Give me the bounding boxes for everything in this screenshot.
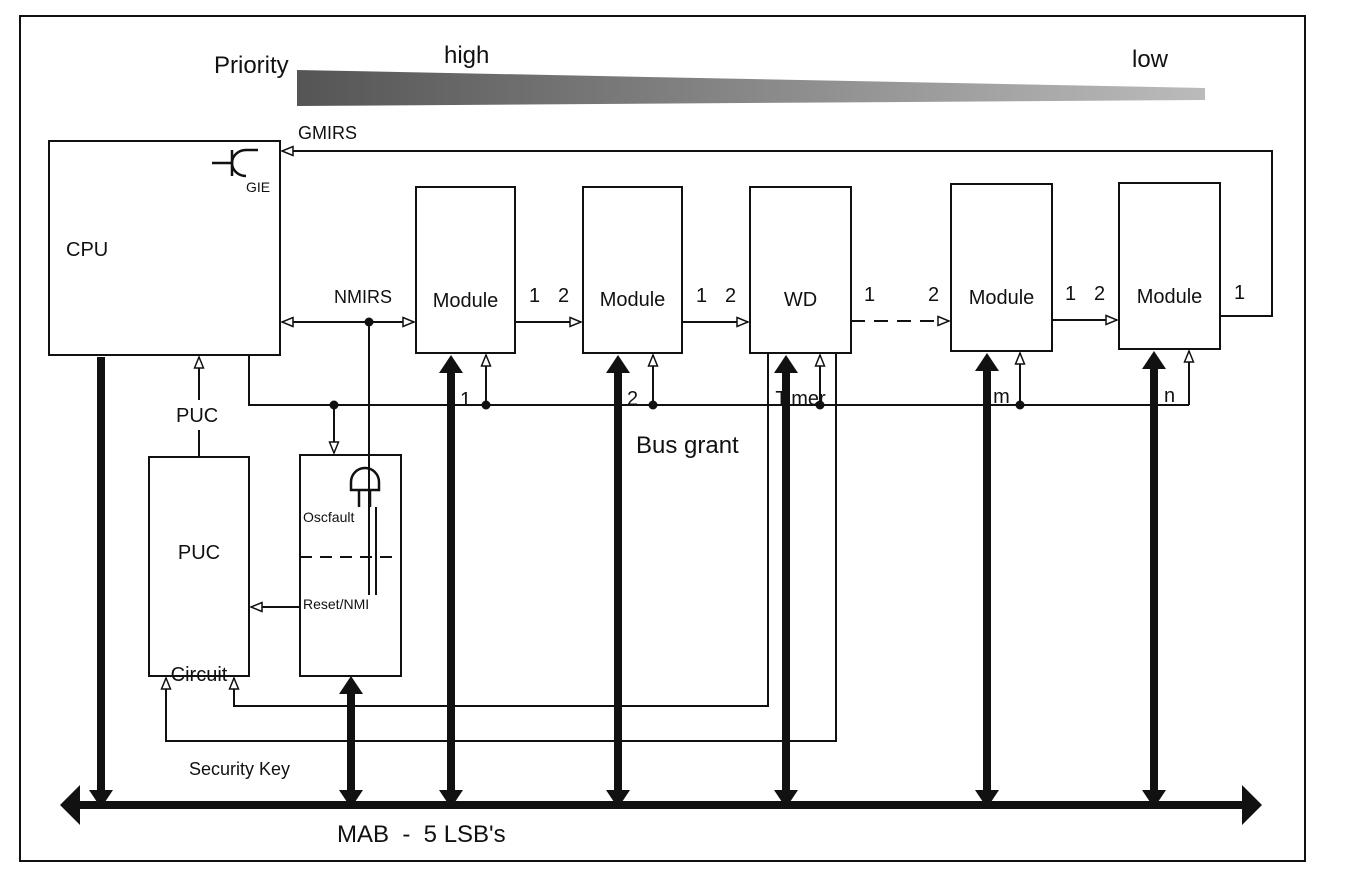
bus-arrow-cpu-down [89, 790, 113, 808]
bus-grant-line [248, 355, 1189, 406]
gmirs-line [282, 151, 1273, 317]
bus-arrow-m2-up [606, 355, 630, 373]
module-n-title: Module [1136, 286, 1203, 308]
priority-high-label: high [444, 42, 490, 69]
bus-arrow-nmi-down [339, 790, 363, 808]
puc-circuit-subtitle: Circuit [170, 664, 228, 686]
mab-bus-right-arrow [1242, 785, 1262, 825]
bus-arrow-mn-up [1142, 351, 1166, 369]
module-2-index: 2 [626, 388, 639, 410]
module-n-box [1118, 182, 1221, 350]
bus-grant-dot-m2 [648, 400, 658, 410]
port-mn-in: 2 [1094, 283, 1106, 305]
outer-frame [19, 15, 1306, 862]
bus-grant-dot-mm [1015, 400, 1025, 410]
priority-low-label: low [1132, 46, 1169, 73]
module-1-label: Module 1 [416, 219, 515, 450]
module-1-index: 1 [459, 389, 472, 411]
puc-circuit-box [148, 456, 250, 677]
nmirs-label: NMIRS [334, 287, 392, 307]
module-2-title: Module [599, 289, 666, 311]
oscfault-label: Oscfault [303, 509, 355, 525]
port-wd-out: 1 [864, 284, 876, 306]
bus-arrow-m1-up [439, 355, 463, 373]
port-mm-in: 2 [928, 284, 940, 306]
bus-grant-label: Bus grant [636, 432, 739, 459]
nmi-block-box [299, 454, 402, 677]
bus-arrowheads [89, 351, 1166, 808]
module-2-label: Module 2 [583, 218, 682, 449]
reset-nmi-label: Reset/NMI [303, 596, 370, 612]
puc-circuit-label: PUC Circuit [149, 503, 249, 705]
security-key-line [166, 353, 837, 742]
bus-arrow-m2-down [606, 790, 630, 808]
puc-circuit-title: PUC [177, 542, 221, 564]
bus-arrow-wd-down [774, 790, 798, 808]
wd-timer-label: WD Timer [750, 218, 851, 449]
bus-arrow-mm-up [975, 353, 999, 371]
gie-gate-symbol [212, 148, 258, 178]
wd-timer-subtitle: Timer [775, 388, 826, 410]
port-m1-out: 1 [529, 285, 541, 307]
bus-arrow-m1-down [439, 790, 463, 808]
cpu-box [48, 140, 281, 356]
port-mn-out: 1 [1234, 282, 1246, 304]
module-m-box [950, 183, 1053, 352]
mab-bus-label: MAB - 5 LSB's [337, 821, 506, 848]
bus-arrow-wd-up [774, 355, 798, 373]
port-m2-out: 1 [696, 285, 708, 307]
module-n-index: n [1163, 385, 1176, 407]
bus-grant-dot-m1 [481, 400, 491, 410]
bus-grant-dot-wd [815, 400, 825, 410]
bus-arrow-nmi-up [339, 676, 363, 694]
wd-to-puc-line-1 [234, 353, 769, 707]
module-1-box [415, 186, 516, 354]
priority-label: Priority [214, 52, 289, 79]
puc-signal-label: PUC [176, 405, 219, 427]
module-m-title: Module [968, 287, 1035, 309]
bus-grant-dot-nmi [329, 400, 339, 410]
port-wd-in: 2 [725, 285, 737, 307]
security-key-label: Security Key [189, 759, 291, 779]
port-m2-in: 2 [558, 285, 570, 307]
cpu-label: CPU [66, 239, 109, 261]
module-m-index: m [993, 386, 1010, 408]
bus-arrow-mn-down [1142, 790, 1166, 808]
port-mm-out: 1 [1065, 283, 1077, 305]
module-m-label: Module m [951, 216, 1052, 447]
module-1-title: Module [432, 290, 499, 312]
wd-timer-box [749, 186, 852, 354]
gie-label: GIE [246, 179, 271, 195]
gmirs-label: GMIRS [298, 123, 358, 143]
mab-bus-left-arrow [60, 785, 80, 825]
module-n-label: Module n [1119, 215, 1220, 446]
module-2-box [582, 186, 683, 354]
bus-arrow-mm-down [975, 790, 999, 808]
priority-gradient-bar [297, 70, 1205, 106]
wd-timer-title: WD [783, 289, 818, 311]
bus-connections [97, 357, 1158, 790]
